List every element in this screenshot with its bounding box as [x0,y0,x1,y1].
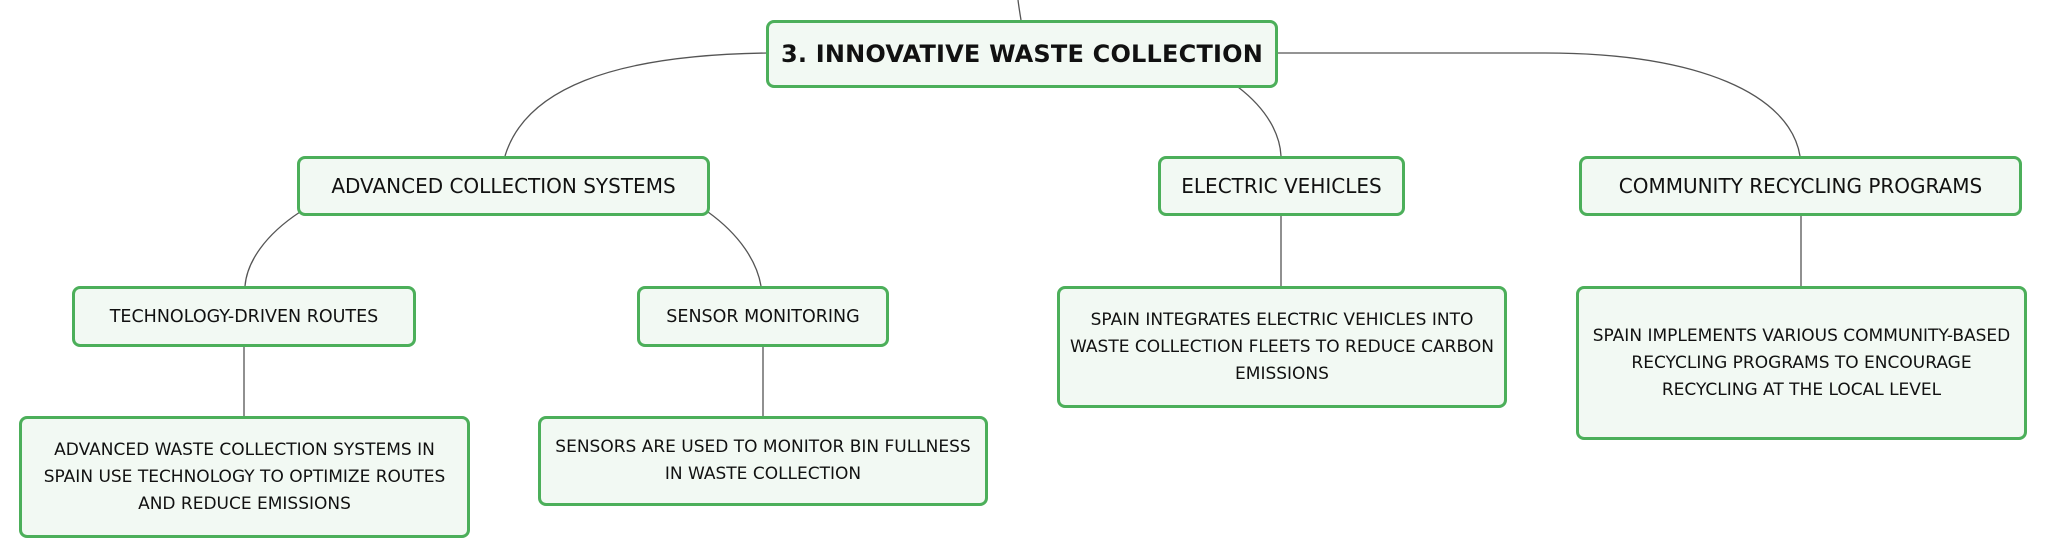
node-community-recycling-programs[interactable]: COMMUNITY RECYCLING PROGRAMS [1579,156,2022,216]
node-label: ADVANCED COLLECTION SYSTEMS [331,174,676,198]
connector-root-electric [1237,86,1282,157]
connector-root-advanced [504,52,769,157]
node-advanced-collection-systems[interactable]: ADVANCED COLLECTION SYSTEMS [297,156,710,216]
detail-sensor-monitoring[interactable]: SENSORS ARE USED TO MONITOR BIN FULLNESS… [538,416,988,506]
node-label: ELECTRIC VEHICLES [1181,174,1382,198]
node-electric-vehicles[interactable]: ELECTRIC VEHICLES [1158,156,1405,216]
detail-technology-driven-routes[interactable]: ADVANCED WASTE COLLECTION SYSTEMS IN SPA… [19,416,470,538]
connector-parent-root [1017,0,1022,21]
node-label: SENSOR MONITORING [666,306,860,327]
detail-community-recycling-programs[interactable]: SPAIN IMPLEMENTS VARIOUS COMMUNITY-BASED… [1576,286,2027,440]
connector-root-community [1278,52,1801,157]
root-node[interactable]: 3. INNOVATIVE WASTE COLLECTION [766,20,1278,88]
node-sensor-monitoring[interactable]: SENSOR MONITORING [637,286,889,347]
connector-advanced-sensor [707,211,762,287]
connector-advanced-technology [244,211,301,287]
detail-text: SPAIN IMPLEMENTS VARIOUS COMMUNITY-BASED… [1592,325,2011,400]
root-node-label: 3. INNOVATIVE WASTE COLLECTION [780,40,1264,68]
detail-text: SPAIN INTEGRATES ELECTRIC VEHICLES INTO … [1070,309,1494,384]
node-label: TECHNOLOGY-DRIVEN ROUTES [109,306,379,327]
detail-text: SENSORS ARE USED TO MONITOR BIN FULLNESS… [555,437,971,484]
node-technology-driven-routes[interactable]: TECHNOLOGY-DRIVEN ROUTES [72,286,416,347]
detail-text: ADVANCED WASTE COLLECTION SYSTEMS IN SPA… [43,439,446,514]
node-label: COMMUNITY RECYCLING PROGRAMS [1618,174,1983,198]
detail-electric-vehicles[interactable]: SPAIN INTEGRATES ELECTRIC VEHICLES INTO … [1057,286,1507,408]
